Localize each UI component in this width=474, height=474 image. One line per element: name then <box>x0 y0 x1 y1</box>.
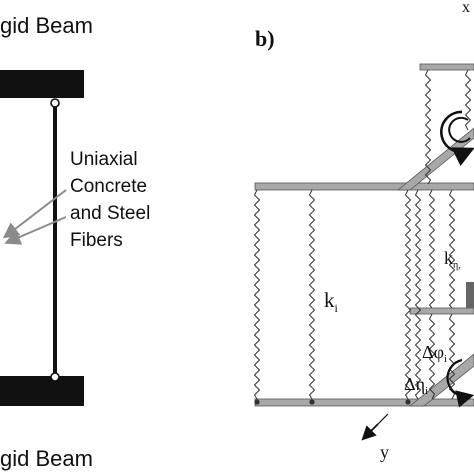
fiber-annotation: Uniaxial Concrete and Steel Fibers <box>2 149 150 251</box>
bottom-rigid-beam <box>0 376 84 406</box>
upper-long-plate <box>254 182 474 191</box>
lower-long-plate <box>254 398 474 407</box>
spring-2 <box>308 189 316 400</box>
node-2 <box>309 399 315 405</box>
top-rigid-beam <box>0 70 84 98</box>
spring-4 <box>414 189 422 400</box>
y-axis-line <box>377 413 389 425</box>
y-axis-arrow <box>361 423 379 441</box>
node-3 <box>405 399 411 405</box>
lower-diagonal-link <box>408 353 474 407</box>
delta-eta-label: Δηi <box>404 374 428 397</box>
annotation-line-1: Uniaxial <box>70 149 138 170</box>
spring-7 <box>428 189 436 309</box>
spring-label-k-eta: kη, <box>444 248 461 271</box>
top-hinge-node <box>50 98 60 108</box>
top-beam-label: gid Beam <box>0 13 93 38</box>
annotation-line-2: Concrete <box>70 176 147 197</box>
rotation-arrow-top-inner <box>448 116 471 143</box>
annotation-arrow-1 <box>2 189 67 239</box>
spring-9 <box>428 313 436 400</box>
spring-6 <box>464 69 472 131</box>
right-element <box>466 282 474 308</box>
node-left <box>254 399 260 405</box>
spring-label-k: ki <box>324 288 339 315</box>
annotation-line-4: Fibers <box>70 230 123 251</box>
bottom-hinge-node <box>50 372 60 382</box>
bottom-beam-label: gid Beam <box>0 446 93 471</box>
panel-a: gid Beam gid Beam Uniaxial Concrete and … <box>0 13 150 471</box>
delta-phi-label: Δφi <box>422 342 447 365</box>
annotation-arrow-2 <box>4 216 67 245</box>
rotation-arrow-top <box>440 110 474 167</box>
spring-1 <box>253 189 261 400</box>
top-short-plate <box>419 63 474 71</box>
rotation-arrow-bottom <box>446 358 474 408</box>
spring-8 <box>448 189 456 309</box>
corner-axis-label: x <box>462 0 470 16</box>
upper-diagonal-link <box>396 127 474 191</box>
panel-b: b) x ki kη, Δφi Δηi y <box>253 0 474 462</box>
annotation-line-3: and Steel <box>70 203 150 224</box>
springs-group <box>253 69 472 400</box>
y-axis-label: y <box>380 442 389 462</box>
spring-3 <box>404 189 412 400</box>
spring-10 <box>448 313 456 400</box>
spring-5 <box>424 69 432 185</box>
panel-b-label: b) <box>255 26 275 51</box>
